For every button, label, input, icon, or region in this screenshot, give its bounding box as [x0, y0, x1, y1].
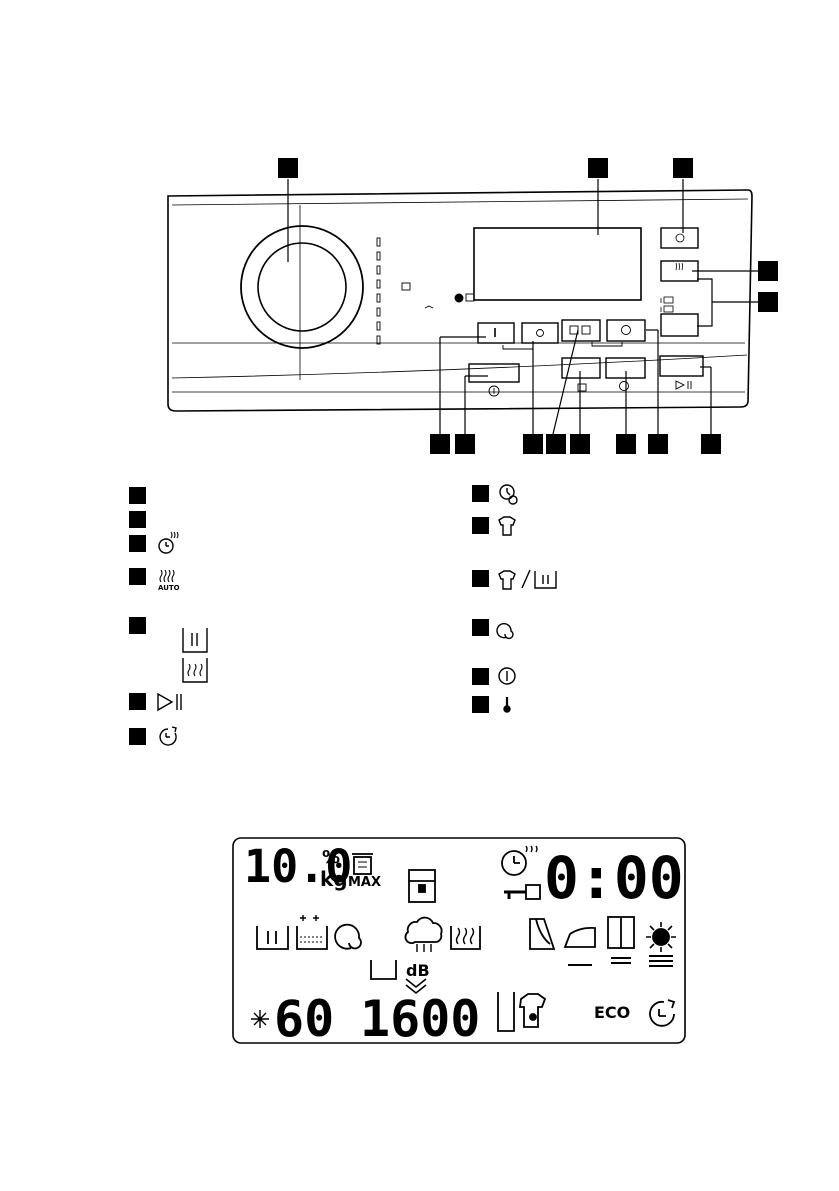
legend-right-icons	[497, 485, 556, 712]
spin-value: 1600	[360, 990, 480, 1048]
iron-dry-icon	[565, 928, 595, 965]
fabric-iron-icon	[530, 919, 554, 949]
callout-5	[758, 292, 778, 312]
snowflake-icon	[251, 1010, 269, 1028]
right-button-icons	[661, 234, 684, 312]
callout-12	[455, 434, 475, 454]
program-leds	[377, 238, 380, 344]
prewash-button[interactable]	[562, 320, 600, 341]
delay-start-lcd-icon	[650, 1000, 674, 1026]
time-dry-button[interactable]	[661, 228, 698, 248]
callout-2	[588, 158, 608, 178]
steam-lcd-icon	[405, 918, 441, 952]
temperature-icon	[504, 697, 510, 712]
time-dry-icon-lcd	[502, 846, 537, 875]
spin-icon	[497, 624, 513, 639]
cupboard-dry-lcd-icon	[608, 917, 634, 963]
rinse-lcd-icon	[498, 992, 514, 1031]
percent-sign: %	[322, 847, 340, 868]
eco-label: ECO	[594, 1003, 630, 1022]
callout-13	[430, 434, 450, 454]
panel-small-icons	[402, 283, 474, 308]
prewash-lcd-icon	[257, 926, 288, 949]
kg-label: kg	[320, 867, 348, 891]
auto-label: AUTO	[158, 584, 180, 592]
detergent-icon	[352, 854, 373, 874]
callout-6	[701, 434, 721, 454]
callout-3	[673, 158, 693, 178]
leader-lines	[288, 179, 758, 434]
temp-value: 60	[274, 990, 334, 1048]
on-off-icon	[499, 668, 515, 684]
delay-start-icon	[160, 727, 176, 745]
time-dry-icon	[159, 532, 178, 553]
callout-1	[278, 158, 298, 178]
right-buttons	[661, 228, 698, 336]
callout-7	[648, 434, 668, 454]
extra-rinse-lcd-icon	[297, 915, 327, 949]
callout-11	[523, 434, 543, 454]
legend-right-markers	[472, 485, 489, 713]
spin-lcd-icon	[335, 925, 361, 949]
db-label: dB	[406, 961, 430, 980]
legend-left-icons	[158, 532, 207, 745]
time-value: 0:00	[544, 844, 684, 912]
panel-display-window	[474, 228, 641, 300]
temperature-button[interactable]	[478, 323, 514, 343]
stain-lcd-icon	[520, 994, 545, 1027]
tub-icon	[371, 960, 396, 979]
max-label: MAX	[348, 875, 381, 890]
legend-left-markers	[129, 487, 146, 745]
prewash-extra-rinse-icon	[499, 570, 556, 589]
dry-level-button[interactable]	[661, 314, 698, 336]
auto-dry-icon	[160, 570, 174, 582]
extra-dry-sun-icon	[646, 922, 676, 966]
callout-8	[616, 434, 636, 454]
extra-dry-icon	[183, 658, 207, 682]
callout-4	[758, 261, 778, 281]
callout-10	[546, 434, 566, 454]
stain-icon	[499, 517, 515, 535]
dry-lcd-icon	[451, 926, 480, 949]
delay-start-button[interactable]	[607, 320, 645, 341]
key-lock-icon	[504, 885, 540, 899]
program-knob[interactable]	[241, 226, 363, 348]
cupboard-dry-icon	[183, 628, 207, 652]
option-buttons	[469, 320, 703, 382]
start-pause-icon	[158, 694, 181, 710]
time-manager-icon	[500, 485, 517, 504]
callout-9	[570, 434, 590, 454]
door-lock-icon	[409, 870, 435, 902]
spin-button[interactable]	[522, 323, 558, 343]
